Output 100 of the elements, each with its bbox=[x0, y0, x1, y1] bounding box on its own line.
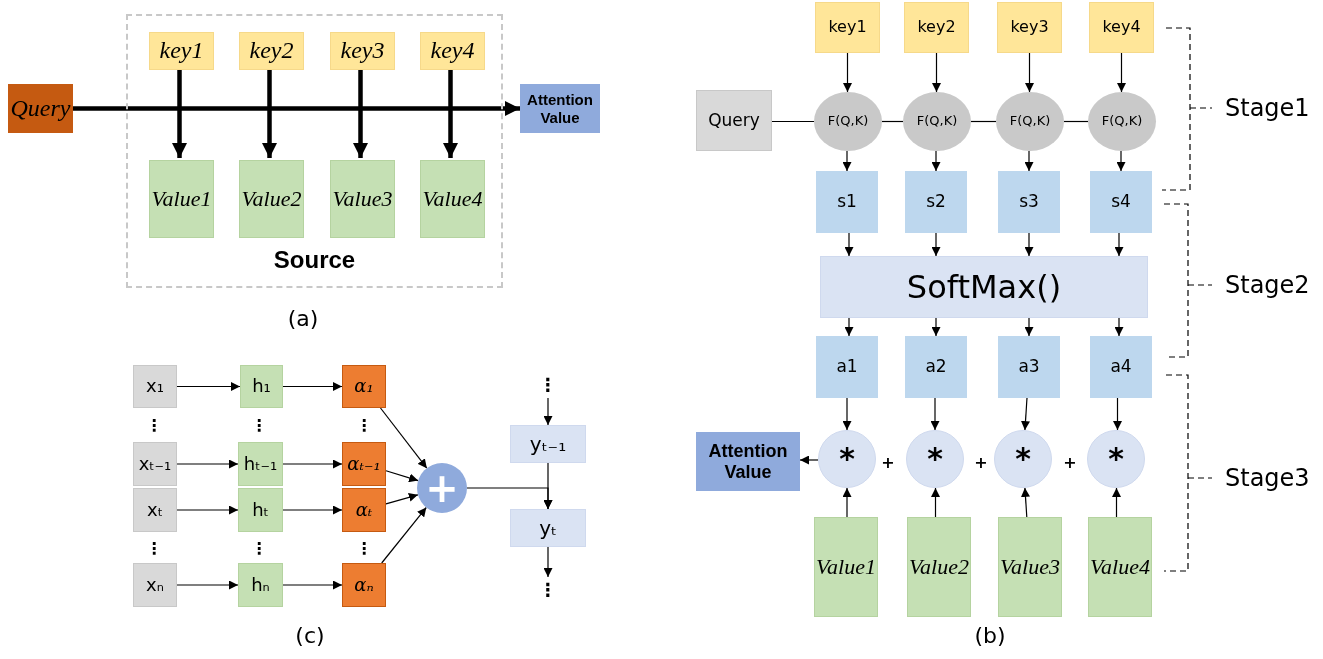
connector-line bbox=[881, 120, 904, 123]
connector-line bbox=[771, 120, 815, 123]
arrow bbox=[1024, 232, 1034, 257]
key-box: key4 bbox=[1089, 2, 1154, 53]
value-box: Value4 bbox=[1088, 517, 1152, 617]
arrow bbox=[1116, 150, 1126, 172]
input-box: xₙ bbox=[133, 563, 177, 607]
key-box: key4 bbox=[420, 32, 485, 70]
arrow bbox=[1021, 397, 1030, 431]
arrow bbox=[931, 232, 941, 257]
arrow bbox=[379, 407, 428, 469]
group-title: Source bbox=[272, 246, 357, 274]
operation-box: yₜ bbox=[510, 509, 586, 547]
arrow bbox=[176, 505, 239, 515]
multiply-circle: * bbox=[994, 430, 1052, 488]
score-function-ellipse: F(Q,K) bbox=[903, 92, 971, 151]
arrow bbox=[844, 317, 854, 337]
panel-label: (a) bbox=[287, 305, 319, 331]
arrow bbox=[1114, 317, 1124, 337]
arrow bbox=[842, 150, 852, 172]
connector-line bbox=[1063, 120, 1089, 123]
weight-box: s1 bbox=[816, 171, 878, 233]
arrow bbox=[282, 382, 343, 391]
value-box: Value1 bbox=[149, 160, 214, 238]
value-box: hₜ bbox=[238, 488, 283, 532]
arrow bbox=[353, 68, 368, 158]
arrow bbox=[176, 580, 239, 590]
score-function-ellipse: F(Q,K) bbox=[1088, 92, 1156, 151]
weight-box: αₜ₋₁ bbox=[342, 442, 386, 486]
weight-box: αₙ bbox=[342, 563, 386, 607]
arrow bbox=[842, 487, 852, 518]
value-box: Value1 bbox=[814, 517, 878, 617]
arrow bbox=[282, 459, 343, 469]
value-box: Value2 bbox=[907, 517, 971, 617]
ellipsis-text: ⋮ bbox=[251, 538, 267, 558]
value-box: hₙ bbox=[238, 563, 283, 607]
arrow bbox=[843, 52, 852, 93]
arrow bbox=[932, 52, 941, 93]
value-box: hₜ₋₁ bbox=[238, 442, 283, 486]
key-box: key1 bbox=[149, 32, 214, 70]
operation-box: yₜ₋₁ bbox=[510, 425, 586, 463]
score-function-ellipse: F(Q,K) bbox=[814, 92, 882, 151]
input-box: Query bbox=[696, 90, 772, 151]
multiply-circle: * bbox=[1087, 430, 1145, 488]
plus-sign: + bbox=[1063, 452, 1077, 472]
arrow bbox=[466, 487, 553, 510]
output-box: Attention Value bbox=[696, 432, 800, 491]
arrow bbox=[176, 382, 241, 391]
weight-box: α₁ bbox=[342, 365, 386, 408]
key-box: key1 bbox=[815, 2, 880, 53]
weight-box: αₜ bbox=[342, 488, 386, 532]
multiply-circle: * bbox=[906, 430, 964, 488]
arrow bbox=[842, 397, 852, 431]
arrow bbox=[543, 546, 553, 578]
ellipsis-text: ⋮ bbox=[146, 538, 162, 558]
operation-box: SoftMax() bbox=[820, 256, 1148, 318]
weight-box: s4 bbox=[1090, 171, 1152, 233]
arrow bbox=[1117, 52, 1126, 93]
ellipsis-text: ⋮ bbox=[538, 372, 558, 398]
arrow bbox=[385, 492, 419, 505]
weight-box: a1 bbox=[816, 336, 878, 398]
panel-label: (b) bbox=[974, 622, 1006, 648]
weight-box: s2 bbox=[905, 171, 967, 233]
value-box: Value3 bbox=[998, 517, 1062, 617]
weight-box: a4 bbox=[1090, 336, 1152, 398]
stage-label: Stage2 bbox=[1225, 271, 1310, 299]
ellipsis-text: ⋮ bbox=[356, 538, 372, 558]
arrow bbox=[282, 580, 343, 590]
key-box: key3 bbox=[997, 2, 1062, 53]
value-box: Value2 bbox=[239, 160, 304, 238]
arrow bbox=[844, 232, 854, 257]
plus-sign: + bbox=[881, 452, 895, 472]
arrow bbox=[443, 68, 458, 158]
arrow bbox=[1114, 232, 1124, 257]
stage-label: Stage1 bbox=[1225, 94, 1310, 122]
arrow bbox=[1024, 150, 1034, 172]
arrow bbox=[73, 101, 520, 116]
value-box: Value3 bbox=[330, 160, 395, 238]
input-box: xₜ₋₁ bbox=[133, 442, 177, 486]
arrow bbox=[931, 150, 941, 172]
weight-box: a2 bbox=[905, 336, 967, 398]
key-box: key2 bbox=[904, 2, 969, 53]
plus-sign: + bbox=[974, 452, 988, 472]
dashed-group-frame bbox=[126, 14, 503, 288]
key-box: key3 bbox=[330, 32, 395, 70]
value-box: h₁ bbox=[240, 365, 283, 408]
arrow bbox=[282, 505, 343, 515]
weight-box: s3 bbox=[998, 171, 1060, 233]
value-box: Value4 bbox=[420, 160, 485, 238]
input-box: xₜ bbox=[133, 488, 177, 532]
key-box: key2 bbox=[239, 32, 304, 70]
arrow bbox=[931, 317, 941, 337]
ellipsis-text: ⋮ bbox=[356, 415, 372, 435]
sum-circle: + bbox=[417, 463, 467, 513]
ellipsis-text: ⋮ bbox=[251, 415, 267, 435]
arrow bbox=[262, 68, 277, 158]
weight-box: a3 bbox=[998, 336, 1060, 398]
arrow bbox=[930, 397, 940, 431]
query-box: Query bbox=[8, 84, 73, 133]
arrow bbox=[176, 459, 239, 469]
